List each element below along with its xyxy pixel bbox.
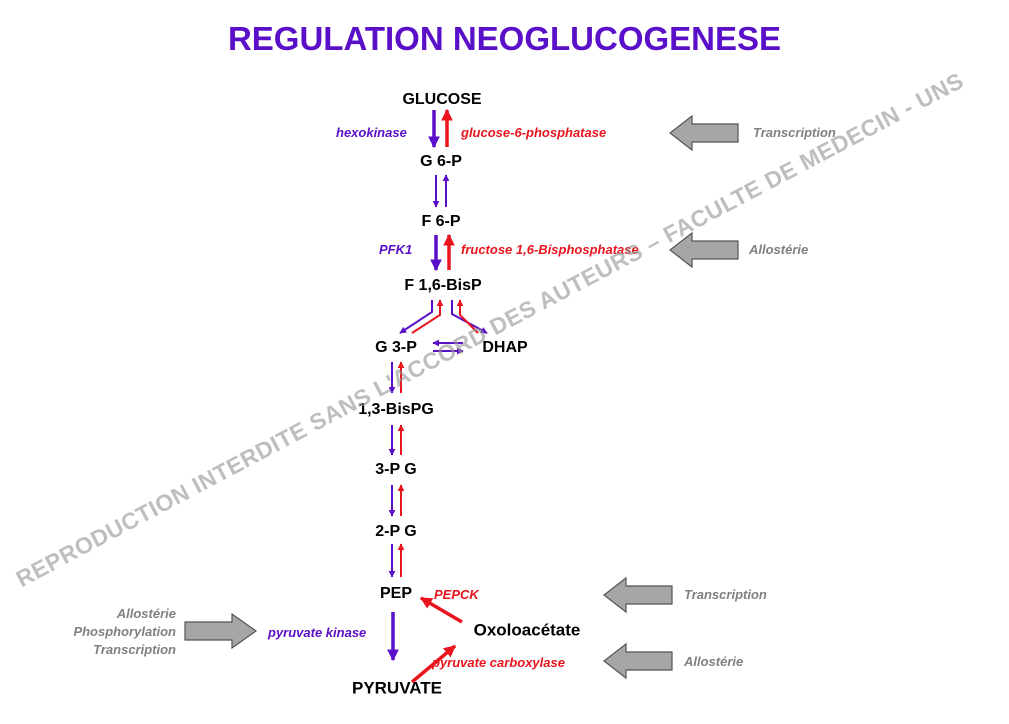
metabolite-g6p: G 6-P: [420, 153, 462, 170]
enzyme-pyruvate-carboxylase: pyruvate carboxylase: [432, 655, 565, 670]
metabolite-pep: PEP: [379, 585, 413, 602]
metabolite-pyruvate: PYRUVATE: [351, 678, 443, 698]
enzyme-pepck: PEPCK: [434, 587, 479, 602]
regulation-arrow-pyruvate-carboxylase: [603, 642, 673, 680]
enzyme-glucose-6-phosphatase: glucose-6-phosphatase: [461, 125, 607, 140]
arrow-aldolase-to-dhap-blue: [451, 300, 488, 334]
arrow-aldolase-to-g3p-blue: [399, 300, 433, 334]
arrow-aldolase-to-dhap-red: [456, 299, 479, 334]
regulation-arrow-g6pase: [669, 114, 739, 152]
metabolite-f6p: F 6-P: [421, 213, 461, 230]
arrow-pepck: [419, 596, 463, 624]
regulation-label-pk-allosterie: Allostérie: [116, 606, 176, 621]
enzyme-hexokinase: hexokinase: [336, 125, 407, 140]
metabolite-2pg: 2-P G: [375, 523, 417, 540]
metabolite-dhap: DHAP: [482, 339, 528, 356]
regulation-label-pk-phosphorylation: Phosphorylation: [73, 624, 176, 639]
regulation-label-pk-transcription: Transcription: [93, 642, 176, 657]
regulation-arrow-pyruvate-kinase: [184, 612, 258, 650]
enzyme-fructose-bisphosphatase: fructose 1,6-Bisphosphatase: [461, 242, 639, 257]
enzyme-pyruvate-kinase: pyruvate kinase: [268, 625, 367, 640]
regulation-label-g6pase: Transcription: [753, 125, 836, 140]
regulation-label-pepck: Transcription: [684, 587, 767, 602]
enzyme-pfk1: PFK1: [379, 242, 413, 257]
page-title: REGULATION NEOGLUCOGENESE: [227, 20, 782, 57]
metabolite-oxaloacetate: Oxoloacétate: [473, 620, 581, 640]
metabolite-f16bisp: F 1,6-BisP: [404, 277, 482, 294]
regulation-arrow-f16bpase: [669, 231, 739, 269]
metabolite-g3p: G 3-P: [375, 339, 417, 356]
regulation-label-pyruvate-carboxylase: Allostérie: [684, 654, 744, 669]
arrow-pyruvate-carboxylase: [410, 644, 457, 684]
regulation-arrow-pepck: [603, 576, 673, 614]
arrow-aldolase-to-g3p-red: [411, 299, 444, 334]
metabolite-glucose: GLUCOSE: [402, 91, 482, 108]
metabolite-3pg: 3-P G: [375, 461, 417, 478]
metabolite-13-bispg: 1,3-BisPG: [358, 401, 434, 418]
regulation-label-f16bpase: Allostérie: [749, 242, 809, 257]
